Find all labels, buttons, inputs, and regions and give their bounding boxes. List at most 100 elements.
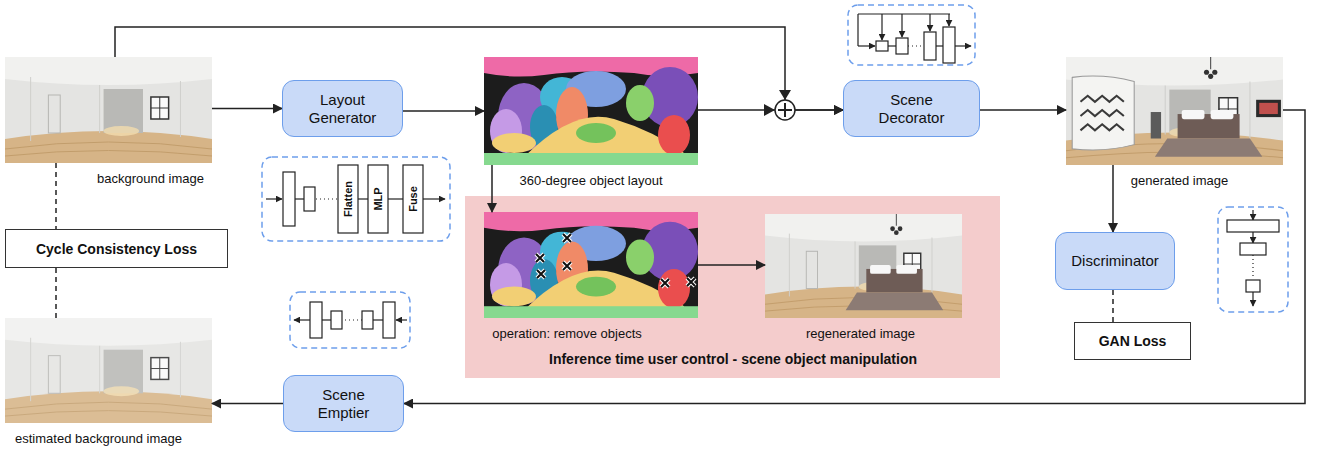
decorator-inset (876, 41, 888, 51)
discriminator-inset (1246, 280, 1260, 292)
box-label: Layout Generator (295, 91, 390, 127)
discriminator-inset (1252, 210, 1253, 220)
generator-inset (283, 172, 295, 226)
regenerated-furniture (846, 214, 944, 310)
emptier-inset (331, 311, 342, 329)
layer-label: Fuse (407, 186, 419, 212)
discriminator-inset (1252, 292, 1253, 306)
discriminator-inset (1218, 207, 1288, 312)
discriminator-inset (1218, 207, 1288, 312)
remove-marks (563, 262, 571, 270)
decorator-inset (955, 45, 971, 46)
edited-layout-map (484, 212, 698, 318)
sum-junction (784, 103, 786, 117)
decorator-inset (896, 38, 908, 54)
flow-arrow (491, 165, 493, 212)
image-frame: estimated background image (5, 318, 212, 423)
sum-junction (764, 90, 795, 120)
generated-furniture (1072, 57, 1281, 157)
emptier-inset (373, 319, 383, 320)
flow-arrow (115, 27, 843, 110)
emptier-inset (383, 302, 395, 338)
decorator-inset (858, 45, 875, 46)
flow-arrow (212, 108, 282, 110)
box-label: GAN Loss (1099, 333, 1167, 349)
decorator-inset (901, 14, 902, 37)
inference-panel-ground (465, 196, 1000, 378)
loss-link (55, 268, 57, 318)
emptier-inset (310, 302, 322, 338)
background-photo (5, 57, 212, 163)
regenerated-photo (765, 214, 962, 318)
sum-junction (764, 104, 775, 116)
layout-map (484, 57, 698, 165)
generator-inset (338, 165, 358, 233)
image-frame: regenerated image (765, 214, 962, 318)
decorator-inset (848, 5, 975, 65)
flow-arrow (698, 264, 765, 266)
flow-arrow (403, 110, 484, 112)
emptier-inset (343, 319, 362, 320)
decorator-inset (924, 32, 936, 60)
panel-heading: Inference time user control - scene obje… (549, 351, 917, 368)
generator-inset (262, 157, 450, 241)
generator-inset (266, 198, 282, 199)
decorator-inset (858, 13, 950, 14)
decorator-inset (929, 14, 930, 31)
generator-inset (262, 157, 450, 241)
generated-photo (1066, 57, 1283, 165)
remove-marks (536, 254, 544, 262)
decorator-inset (888, 45, 896, 46)
flow-arrow (980, 109, 1066, 111)
box-label: Discriminator (1071, 252, 1159, 270)
image-frame: background image (5, 57, 212, 163)
generator-inset (295, 198, 304, 199)
photo-haze (5, 318, 212, 423)
loss-link (1112, 290, 1114, 322)
discriminator-inset (1252, 232, 1253, 243)
generator-inset (358, 198, 368, 199)
module-box: Scene Decorator (843, 80, 980, 137)
image-frame: operation: remove objects (484, 212, 698, 318)
loss-link (55, 163, 57, 229)
decorator-inset (881, 14, 882, 40)
discriminator-inset (1240, 243, 1266, 255)
decorator-inset (936, 45, 943, 46)
remove-marks (687, 278, 695, 286)
image-frame: 360-degree object layout (484, 57, 698, 165)
image-caption: generated image (1131, 173, 1229, 188)
image-caption: 360-degree object layout (519, 173, 662, 188)
module-box: Scene Emptier (283, 375, 404, 432)
emptier-inset (362, 311, 373, 329)
box-label: Cycle Consistency Loss (36, 241, 197, 257)
image-caption: operation: remove objects (492, 326, 642, 341)
remove-marks (661, 279, 669, 287)
sum-junction (775, 100, 795, 120)
module-box: Layout Generator (282, 80, 403, 137)
emptier-inset (290, 292, 410, 348)
emptier-inset (294, 319, 310, 320)
generator-inset (403, 165, 423, 233)
flow-arrow (212, 403, 283, 405)
discriminator-inset (1252, 255, 1253, 279)
loss-box: GAN Loss (1074, 322, 1191, 360)
flow-arrow (404, 110, 1305, 404)
remove-marks (563, 234, 571, 242)
box-label: Scene Decorator (864, 91, 959, 127)
sum-junction (779, 90, 791, 100)
generator-inset (388, 198, 403, 199)
decorator-inset (943, 27, 955, 63)
module-box: Discriminator (1055, 232, 1175, 290)
image-caption: estimated background image (15, 431, 182, 446)
remove-marks (537, 270, 545, 278)
decorator-inset (857, 14, 858, 46)
generator-inset (316, 198, 337, 199)
remove-marks (536, 234, 695, 287)
emptier-inset (322, 319, 331, 320)
image-frame: generated image (1066, 57, 1283, 165)
estimated-photo (5, 318, 212, 423)
